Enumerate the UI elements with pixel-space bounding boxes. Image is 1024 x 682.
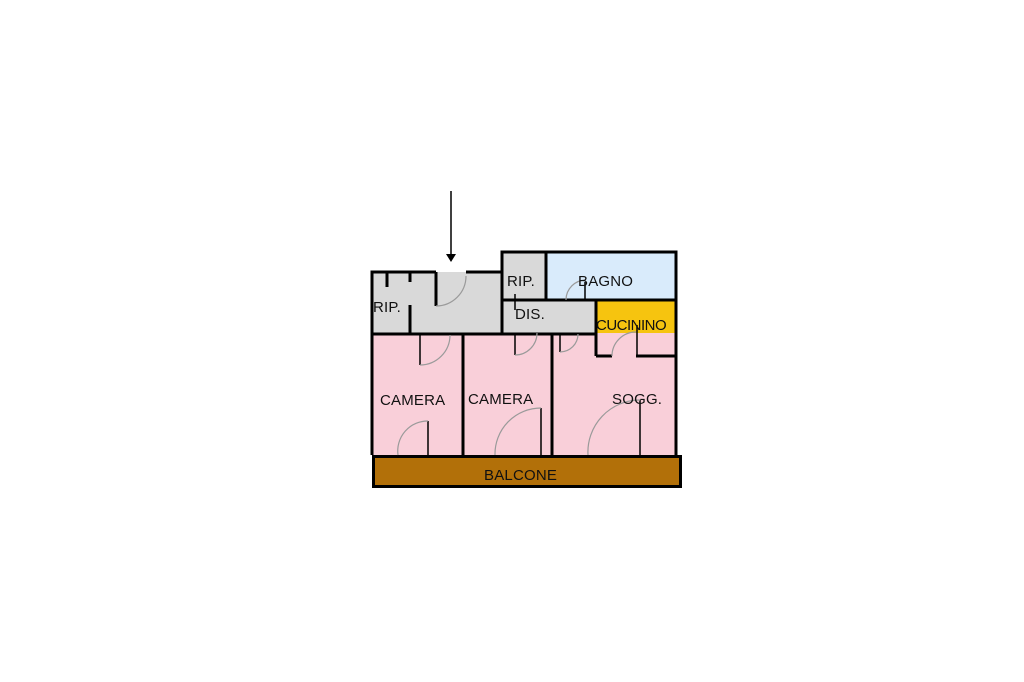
room-balcone	[372, 455, 682, 488]
label-rip-right: RIP.	[507, 273, 536, 290]
room-ripostiglio-right	[502, 253, 546, 301]
label-balcone: BALCONE	[484, 467, 558, 484]
room-camera-1	[372, 333, 463, 455]
room-disimpegno	[502, 300, 596, 334]
label-soggiorno: SOGG.	[612, 391, 663, 408]
room-ingresso	[410, 272, 502, 334]
label-camera-2: CAMERA	[468, 391, 534, 408]
room-ripostiglio-left	[372, 272, 412, 334]
arrow-down-icon	[446, 191, 456, 262]
label-camera-1: CAMERA	[380, 392, 446, 409]
room-soggiorno	[552, 333, 676, 455]
door-arcs	[397, 275, 641, 456]
label-bagno: BAGNO	[578, 273, 634, 290]
label-rip-left: RIP.	[373, 299, 402, 316]
label-cucinino: CUCININO	[596, 317, 667, 334]
room-camera-2	[463, 333, 552, 455]
label-dis: DIS.	[515, 306, 545, 323]
